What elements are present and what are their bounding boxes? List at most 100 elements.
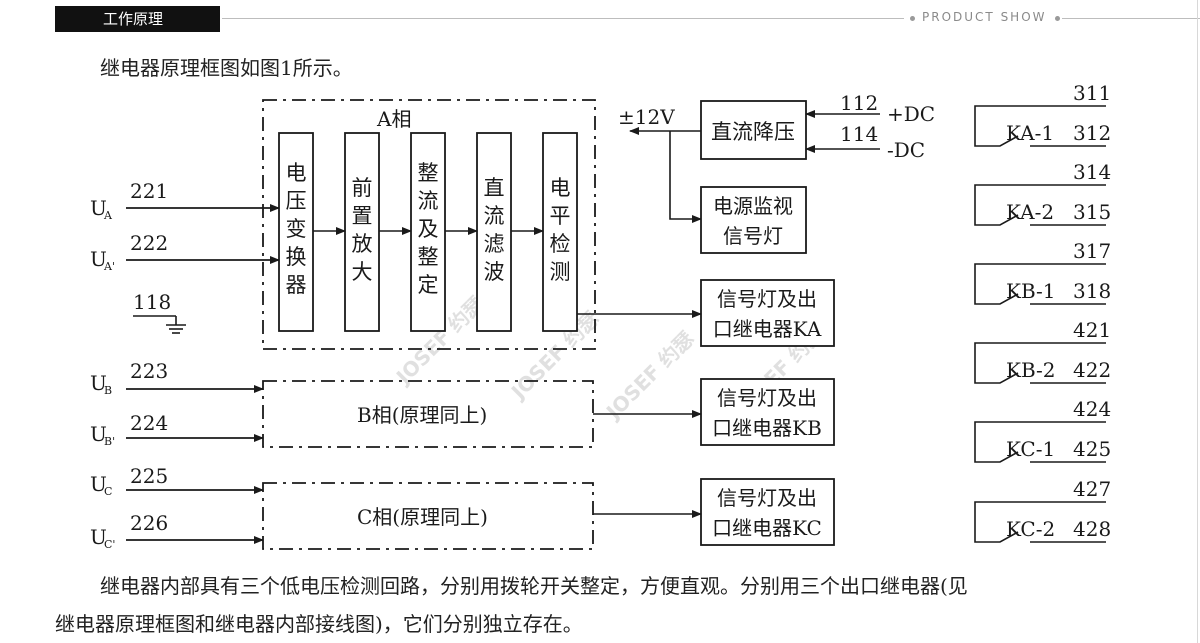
- svg-text:电平检测: 电平检测: [550, 176, 571, 284]
- block-char: 换: [286, 245, 307, 269]
- phase-a-label: A相: [376, 107, 411, 131]
- svg-text:114: 114: [840, 122, 878, 146]
- input-ub: UB 223: [90, 359, 264, 397]
- svg-text:KC-1: KC-1: [1006, 437, 1055, 461]
- svg-text:424: 424: [1073, 397, 1111, 421]
- ground-symbol: 118: [133, 290, 186, 334]
- block-char: 检: [550, 232, 571, 256]
- svg-text:B: B: [104, 384, 112, 397]
- block-char: 压: [286, 189, 307, 213]
- block-char: 直: [484, 176, 505, 200]
- header-divider: [222, 18, 904, 19]
- watermark-text: JOSEF 约瑟: [600, 327, 698, 425]
- phase-a-frame: [262, 99, 596, 350]
- input-ua: UA 221: [90, 179, 280, 222]
- block-char: 流: [484, 204, 505, 228]
- svg-text:A: A: [103, 209, 113, 222]
- power-monitor-lamp: 电源监视 信号灯: [700, 186, 807, 254]
- svg-text:427: 427: [1073, 477, 1111, 501]
- svg-text:信号灯及出: 信号灯及出: [717, 386, 817, 410]
- svg-text:电源监视: 电源监视: [713, 194, 793, 218]
- block-char: 置: [352, 204, 373, 228]
- block-char: 流: [418, 189, 439, 213]
- svg-text:312: 312: [1073, 121, 1111, 145]
- block-char: 变: [286, 217, 307, 241]
- svg-text:U: U: [90, 371, 107, 395]
- input-ua-prime: UA' 222: [90, 231, 280, 273]
- svg-text:直流滤波: 直流滤波: [484, 176, 505, 284]
- monitor-feed-line: [669, 131, 702, 223]
- product-show-label: PRODUCT SHOW: [922, 10, 1047, 24]
- input-uc: UC 225: [90, 464, 264, 498]
- block-char: 测: [550, 260, 571, 284]
- svg-text:U: U: [90, 247, 107, 271]
- supply-voltage-label: ±12V: [618, 105, 675, 129]
- svg-text:225: 225: [130, 464, 168, 488]
- svg-text:电压变换器: 电压变换器: [286, 161, 307, 297]
- block-char: 大: [352, 260, 373, 284]
- svg-text:118: 118: [133, 290, 171, 314]
- contact-kc-1: 424 KC-1 425: [974, 397, 1111, 463]
- output-relay-kb: 信号灯及出 口继电器KB: [700, 378, 835, 446]
- block-char: 电: [286, 161, 307, 185]
- svg-text:U: U: [90, 422, 107, 446]
- svg-text:-DC: -DC: [887, 138, 925, 162]
- output-relay-ka: 信号灯及出 口继电器KA: [700, 279, 835, 347]
- block-char: 波: [484, 260, 505, 284]
- svg-text:信号灯及出: 信号灯及出: [717, 486, 817, 510]
- section-title: 工作原理: [55, 6, 220, 32]
- block-char: 整: [418, 245, 439, 269]
- svg-text:A': A': [103, 260, 115, 273]
- svg-text:KB-1: KB-1: [1006, 279, 1056, 303]
- block-dc-filter: 直流滤波: [476, 132, 512, 332]
- block-char: 平: [550, 204, 571, 228]
- block-rectify-set: 整流及整定: [410, 132, 446, 332]
- svg-text:U: U: [90, 472, 107, 496]
- svg-text:C: C: [104, 485, 112, 498]
- svg-text:226: 226: [130, 511, 168, 535]
- block-voltage-transformer: 电压变换器: [278, 132, 314, 332]
- header-divider-right: [1062, 18, 1200, 19]
- block-char: 定: [418, 273, 439, 297]
- svg-text:前置放大: 前置放大: [352, 176, 373, 284]
- svg-text:422: 422: [1073, 358, 1111, 382]
- svg-text:+DC: +DC: [887, 102, 935, 126]
- contacts-column: 311 KA-1 312 314 KA-2 315 317 KB-1 318 4…: [974, 81, 1111, 543]
- svg-text:U: U: [90, 196, 107, 220]
- page-edge-rule: [1197, 0, 1198, 643]
- svg-text:311: 311: [1073, 81, 1111, 105]
- svg-text:KA-2: KA-2: [1006, 200, 1054, 224]
- contact-kb-1: 317 KB-1 318: [974, 239, 1111, 305]
- svg-text:KC-2: KC-2: [1006, 517, 1055, 541]
- svg-text:421: 421: [1073, 318, 1111, 342]
- phase-b-frame: [262, 380, 594, 448]
- svg-text:112: 112: [840, 91, 878, 115]
- description-line-1: 继电器内部具有三个低电压检测回路，分别用拨轮开关整定，方便直观。分别用三个出口继…: [100, 574, 968, 598]
- svg-text:221: 221: [130, 179, 168, 203]
- block-char: 滤: [484, 232, 505, 256]
- svg-text:信号灯及出: 信号灯及出: [717, 287, 817, 311]
- block-char: 放: [352, 232, 373, 256]
- svg-text:425: 425: [1073, 437, 1111, 461]
- svg-text:整流及整定: 整流及整定: [418, 161, 439, 297]
- svg-text:222: 222: [130, 231, 168, 255]
- description-line-2: 继电器原理框图和继电器内部接线图)，它们分别独立存在。: [55, 612, 583, 636]
- block-level-detect: 电平检测: [542, 132, 578, 332]
- divider-dot: [910, 16, 915, 21]
- divider-dot: [1055, 16, 1060, 21]
- contact-ka-1: 311 KA-1 312: [974, 81, 1111, 147]
- input-ub-prime: UB' 224: [90, 411, 264, 448]
- svg-text:KA-1: KA-1: [1006, 121, 1054, 145]
- phase-c-frame: [262, 482, 594, 550]
- dc-step-down: 直流降压: [700, 100, 807, 160]
- svg-text:314: 314: [1073, 160, 1111, 184]
- block-char: 电: [550, 176, 571, 200]
- dc-input-negative: 114 -DC: [805, 122, 925, 162]
- svg-text:U: U: [90, 525, 107, 549]
- svg-text:信号灯: 信号灯: [723, 224, 783, 248]
- svg-text:KB-2: KB-2: [1006, 358, 1056, 382]
- dc-input-positive: 112 +DC: [805, 91, 935, 126]
- block-char: 器: [286, 273, 307, 297]
- contact-kc-2: 427 KC-2 428: [974, 477, 1111, 543]
